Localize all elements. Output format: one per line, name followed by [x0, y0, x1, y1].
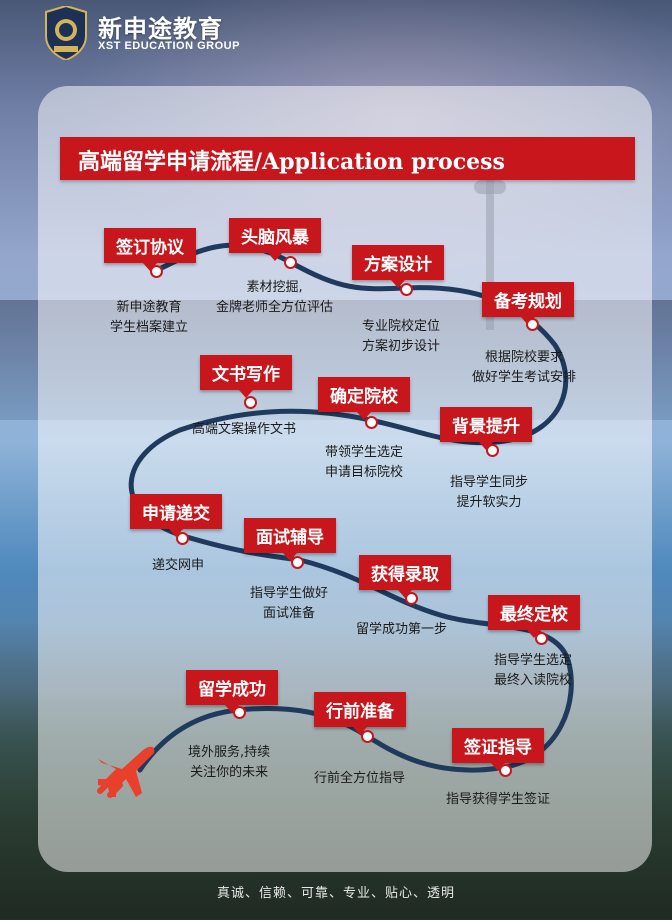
step-desc: 根据院校要求做好学生考试安排: [472, 350, 577, 385]
step-marker: [244, 396, 257, 409]
footer-slogan: 真诚、信赖、可靠、专业、贴心、透明: [216, 886, 455, 901]
step-desc: 指导获得学生签证: [446, 792, 551, 807]
step-marker: [150, 265, 163, 278]
step-marker: [400, 283, 413, 296]
step-marker: [535, 632, 548, 645]
step-sign-agreement: 签订协议: [104, 228, 196, 271]
step-desc: 行前全方位指导: [314, 771, 406, 786]
step-desc: 指导学生做好面试准备: [250, 586, 329, 621]
step-confirm-school: 确定院校: [318, 377, 410, 420]
step-desc: 专业院校定位方案初步设计: [362, 319, 441, 354]
step-desc: 指导学生同步提升软实力: [450, 475, 529, 510]
step-study-success: 留学成功: [186, 670, 278, 713]
step-marker: [233, 706, 246, 719]
step-desc: 素材挖掘,金牌老师全方位评估: [216, 280, 334, 315]
brand-name-cn: 新申途教育: [98, 15, 223, 43]
step-pre-departure: 行前准备: [314, 692, 406, 735]
step-desc: 高端文案操作文书: [192, 422, 297, 437]
step-final-school: 最终定校: [488, 595, 580, 638]
step-marker: [176, 532, 189, 545]
step-marker: [291, 556, 304, 569]
step-desc: 指导学生选定最终入读院校: [494, 653, 573, 688]
step-desc: 境外服务,持续关注你的未来: [188, 745, 271, 780]
step-desc: 留学成功第一步: [356, 622, 448, 637]
lion-shield-icon: [45, 6, 87, 60]
step-plan-design: 方案设计: [352, 245, 444, 288]
step-get-admission: 获得录取: [359, 555, 451, 598]
step-marker: [365, 416, 378, 429]
step-marker: [499, 764, 512, 777]
brand-name-en: XST EDUCATION GROUP: [98, 40, 240, 52]
step-submit-application: 申请递交: [130, 494, 222, 537]
step-essay-writing: 文书写作: [200, 355, 292, 398]
step-marker: [405, 592, 418, 605]
step-marker: [284, 256, 297, 269]
step-desc: 递交网申: [152, 558, 205, 573]
step-visa-guidance: 签证指导: [452, 728, 544, 771]
airplane-icon: [97, 746, 155, 798]
page-title: 高端留学申请流程/Application process: [78, 149, 505, 175]
title-banner: 高端留学申请流程/Application process: [60, 137, 635, 180]
step-background-boost: 背景提升: [440, 407, 532, 450]
step-marker: [486, 444, 499, 457]
step-desc: 带领学生选定申请目标院校: [325, 445, 404, 480]
step-interview-coaching: 面试辅导: [244, 518, 336, 561]
step-desc: 新申途教育学生档案建立: [110, 300, 189, 335]
step-exam-planning: 备考规划: [482, 282, 574, 325]
step-brainstorm: 头脑风暴: [229, 218, 321, 261]
step-marker: [361, 730, 374, 743]
step-marker: [526, 318, 539, 331]
